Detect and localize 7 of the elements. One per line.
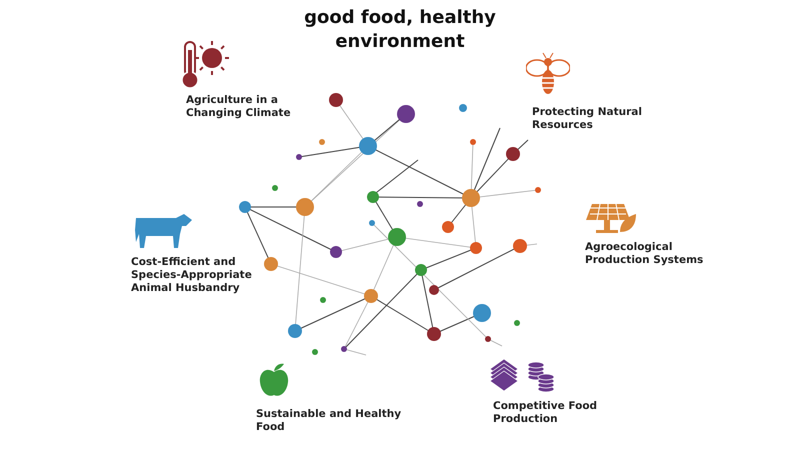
- theme-label: Agroecological Production Systems: [585, 241, 704, 267]
- theme-label: Competitive Food Production: [493, 400, 598, 426]
- theme-label: Sustainable and Healthy Food: [256, 408, 402, 434]
- theme-label: Cost-Efficient and Species-Appropriate Animal Husbandry: [131, 256, 253, 295]
- theme-label: Agriculture in a Changing Climate: [186, 94, 292, 120]
- title: good food, healthy environment: [303, 6, 497, 54]
- theme-label: Protecting Natural Resources: [532, 106, 643, 132]
